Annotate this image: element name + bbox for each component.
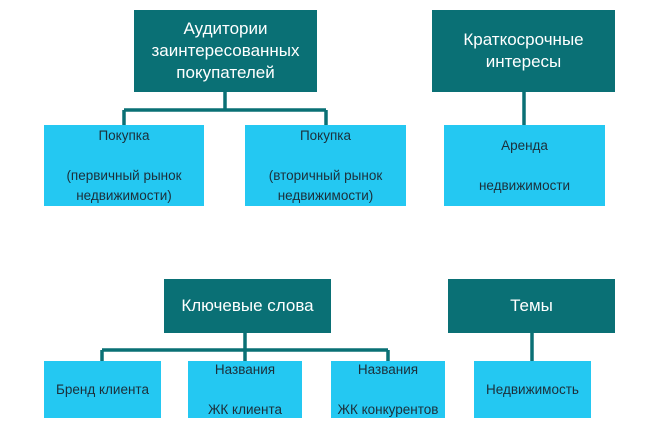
root-keywords-label: Ключевые слова bbox=[181, 296, 314, 315]
root-keywords: Ключевые слова bbox=[164, 279, 331, 333]
child-purchase-secondary-label: Покупка (вторичный рынок недвижимости) bbox=[268, 127, 383, 203]
child-client-brand-label: Бренд клиента bbox=[56, 381, 149, 397]
root-audiences-label: Аудитории заинтересованных покупателей bbox=[151, 19, 300, 82]
child-competitor-complex-names: Названия ЖК конкурентов bbox=[331, 361, 445, 418]
root-short-term-interests: Краткосрочные интересы bbox=[432, 10, 615, 92]
child-real-estate-label: Недвижимость bbox=[486, 381, 579, 397]
root-topics: Темы bbox=[448, 279, 615, 333]
child-real-estate: Недвижимость bbox=[474, 361, 591, 418]
child-client-complex-names-label: Названия ЖК клиента bbox=[207, 361, 283, 417]
child-client-complex-names: Названия ЖК клиента bbox=[188, 361, 302, 418]
child-purchase-primary: Покупка (первичный рынок недвижимости) bbox=[44, 125, 204, 206]
child-purchase-primary-label: Покупка (первичный рынок недвижимости) bbox=[66, 127, 182, 203]
child-competitor-complex-names-label: Названия ЖК конкурентов bbox=[337, 361, 439, 417]
root-short-term-interests-label: Краткосрочные интересы bbox=[463, 30, 584, 71]
root-audiences: Аудитории заинтересованных покупателей bbox=[134, 10, 317, 92]
child-client-brand: Бренд клиента bbox=[44, 361, 161, 418]
child-rent-label: Аренда недвижимости bbox=[478, 137, 571, 193]
child-rent: Аренда недвижимости bbox=[444, 125, 605, 206]
root-topics-label: Темы bbox=[510, 296, 553, 315]
child-purchase-secondary: Покупка (вторичный рынок недвижимости) bbox=[245, 125, 406, 206]
